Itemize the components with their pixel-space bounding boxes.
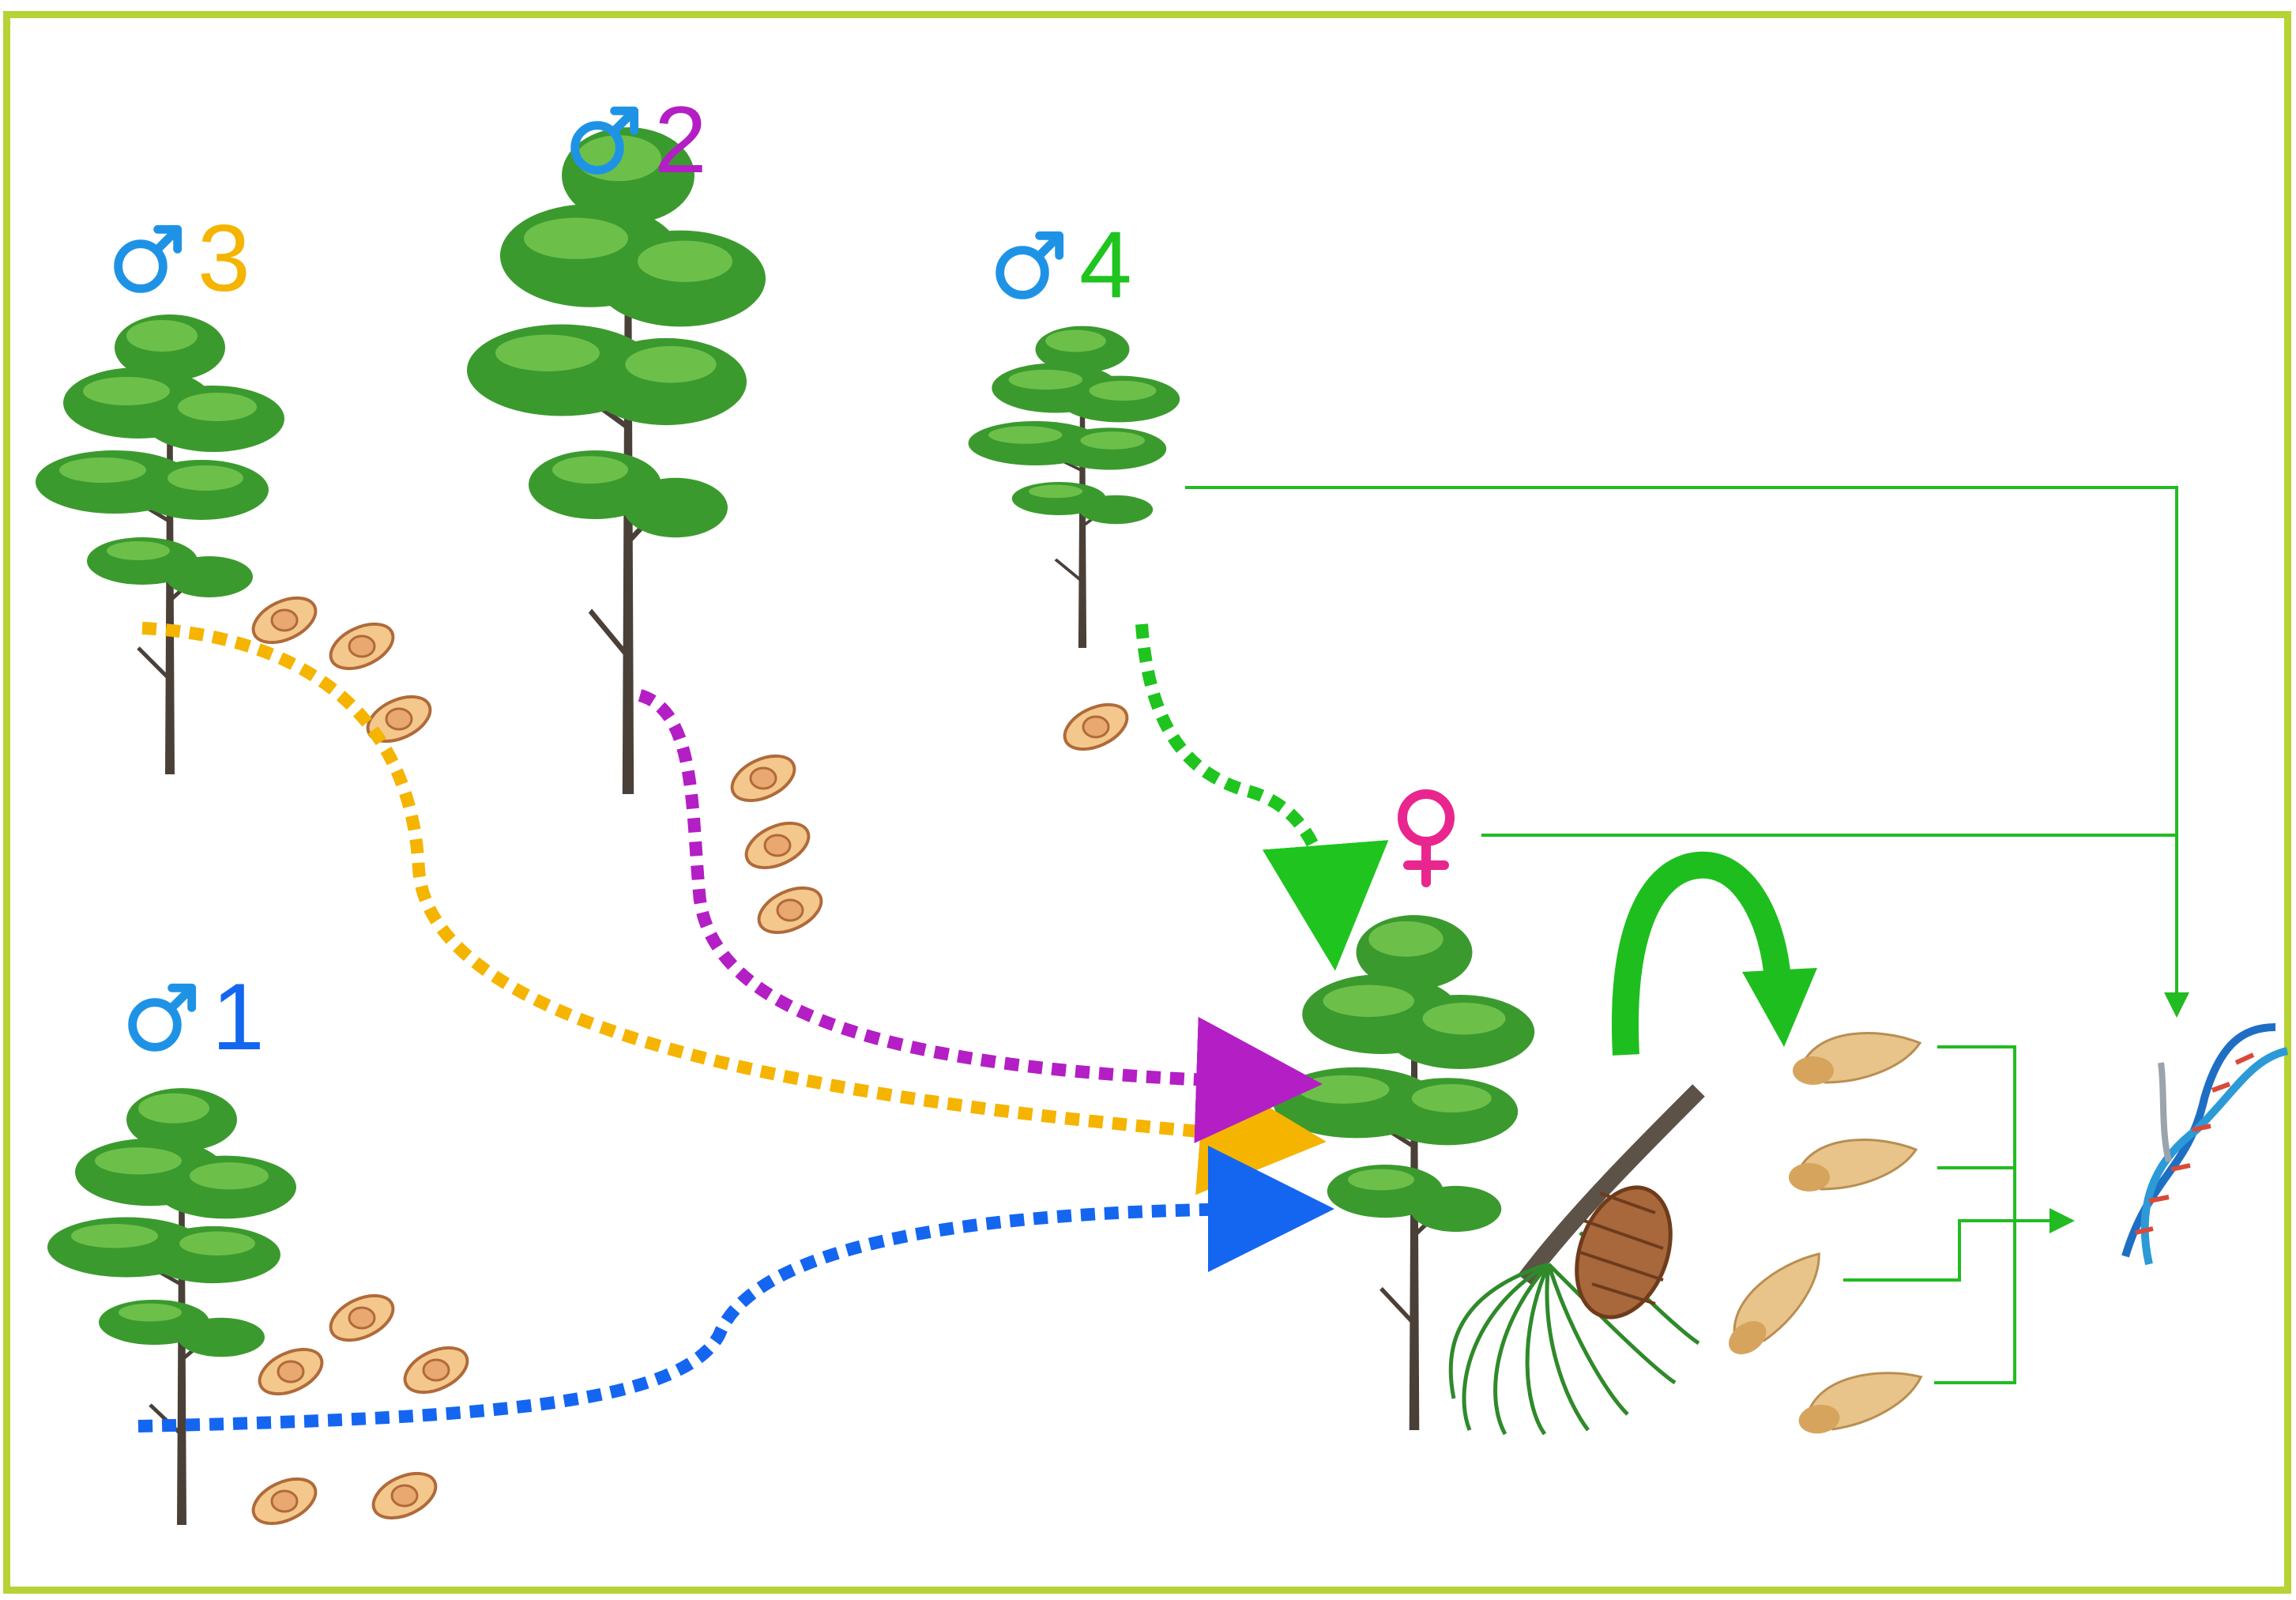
winged-seed-icon [1792, 1365, 1929, 1438]
pine-tree-icon [467, 127, 766, 794]
pine-tree-icon [969, 326, 1180, 648]
pollen-grain-icon [1056, 694, 1136, 760]
pollen-grain-icon [359, 686, 439, 752]
pollen-grain-icon [396, 1337, 476, 1403]
pollen-grain-icon [364, 1463, 445, 1529]
pollen-path-3 [141, 622, 1327, 1195]
tree-label-3: 3 [109, 207, 250, 310]
pollen-cluster-3 [244, 587, 439, 752]
pollen-grain-icon [737, 812, 818, 879]
pollen-cluster-2 [723, 745, 830, 943]
pollen-path-4 [1135, 623, 1389, 971]
pine-tree-icon [1274, 915, 1535, 1430]
pollen-grain-icon [250, 1338, 331, 1405]
tree-number-1: 1 [212, 964, 265, 1070]
tree-number-3: 3 [198, 205, 250, 311]
pollen-grain-icon [244, 587, 325, 653]
curved-arrow-icon [1612, 851, 1817, 1056]
winged-seed-icon [1707, 1244, 1845, 1363]
male-symbol-icon [566, 96, 645, 183]
winged-seed-icon [1787, 1139, 1918, 1193]
pollen-grain-icon [723, 745, 804, 811]
tree-label-4: 4 [991, 213, 1132, 316]
pine-cone-branch-icon [1448, 1084, 1705, 1436]
female-symbol-icon [1398, 789, 1455, 887]
pollen-grain-icon [244, 1468, 325, 1534]
tree-number-4: 4 [1079, 212, 1132, 318]
male-symbol-icon [123, 973, 202, 1060]
pine-tree-icon [36, 314, 284, 774]
pine-tree-icon [47, 1088, 296, 1525]
winged-seed-icon [1791, 1032, 1921, 1086]
tree-number-2: 2 [654, 87, 707, 193]
male-symbol-icon [109, 215, 188, 302]
pollen-path-2 [638, 689, 1323, 1143]
pollen-cluster-1 [244, 1285, 476, 1534]
tree-label-1: 1 [123, 966, 265, 1068]
diagram-frame [3, 11, 2291, 1594]
pollen-grain-icon [750, 877, 830, 943]
tree-label-2: 2 [566, 88, 707, 191]
dna-helix-icon [2121, 1023, 2289, 1266]
pollen-grain-icon [322, 613, 402, 680]
pollen-grain-icon [322, 1285, 402, 1351]
male-symbol-icon [991, 221, 1070, 308]
pollen-path-1 [137, 1146, 1334, 1432]
genotype-connectors [1185, 486, 2189, 1384]
